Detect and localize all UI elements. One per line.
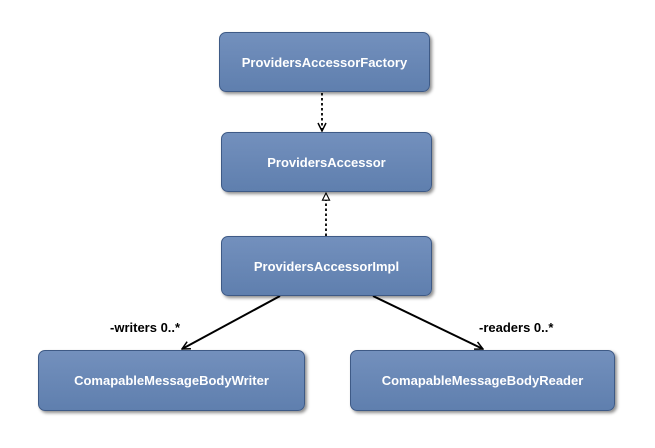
providers-accessor-impl-node: ProvidersAccessorImpl <box>221 236 432 296</box>
writers-association-arrow <box>182 295 281 350</box>
readers-multiplicity-label: -readers 0..* <box>479 320 554 335</box>
providers-accessor-factory-node: ProvidersAccessorFactory <box>219 32 430 92</box>
node-label: ProvidersAccessor <box>267 154 386 170</box>
node-label: ProvidersAccessorFactory <box>241 54 408 70</box>
message-body-reader-node: ComapableMessageBodyReader <box>350 350 615 411</box>
node-label: ComapableMessageBodyWriter <box>74 373 269 388</box>
readers-association-arrow <box>372 295 483 350</box>
message-body-writer-node: ComapableMessageBodyWriter <box>38 350 305 411</box>
node-label: ProvidersAccessorImpl <box>253 258 400 274</box>
writers-multiplicity-label: -writers 0..* <box>110 320 181 335</box>
providers-accessor-node: ProvidersAccessor <box>221 132 432 192</box>
node-label: ComapableMessageBodyReader <box>381 373 584 388</box>
